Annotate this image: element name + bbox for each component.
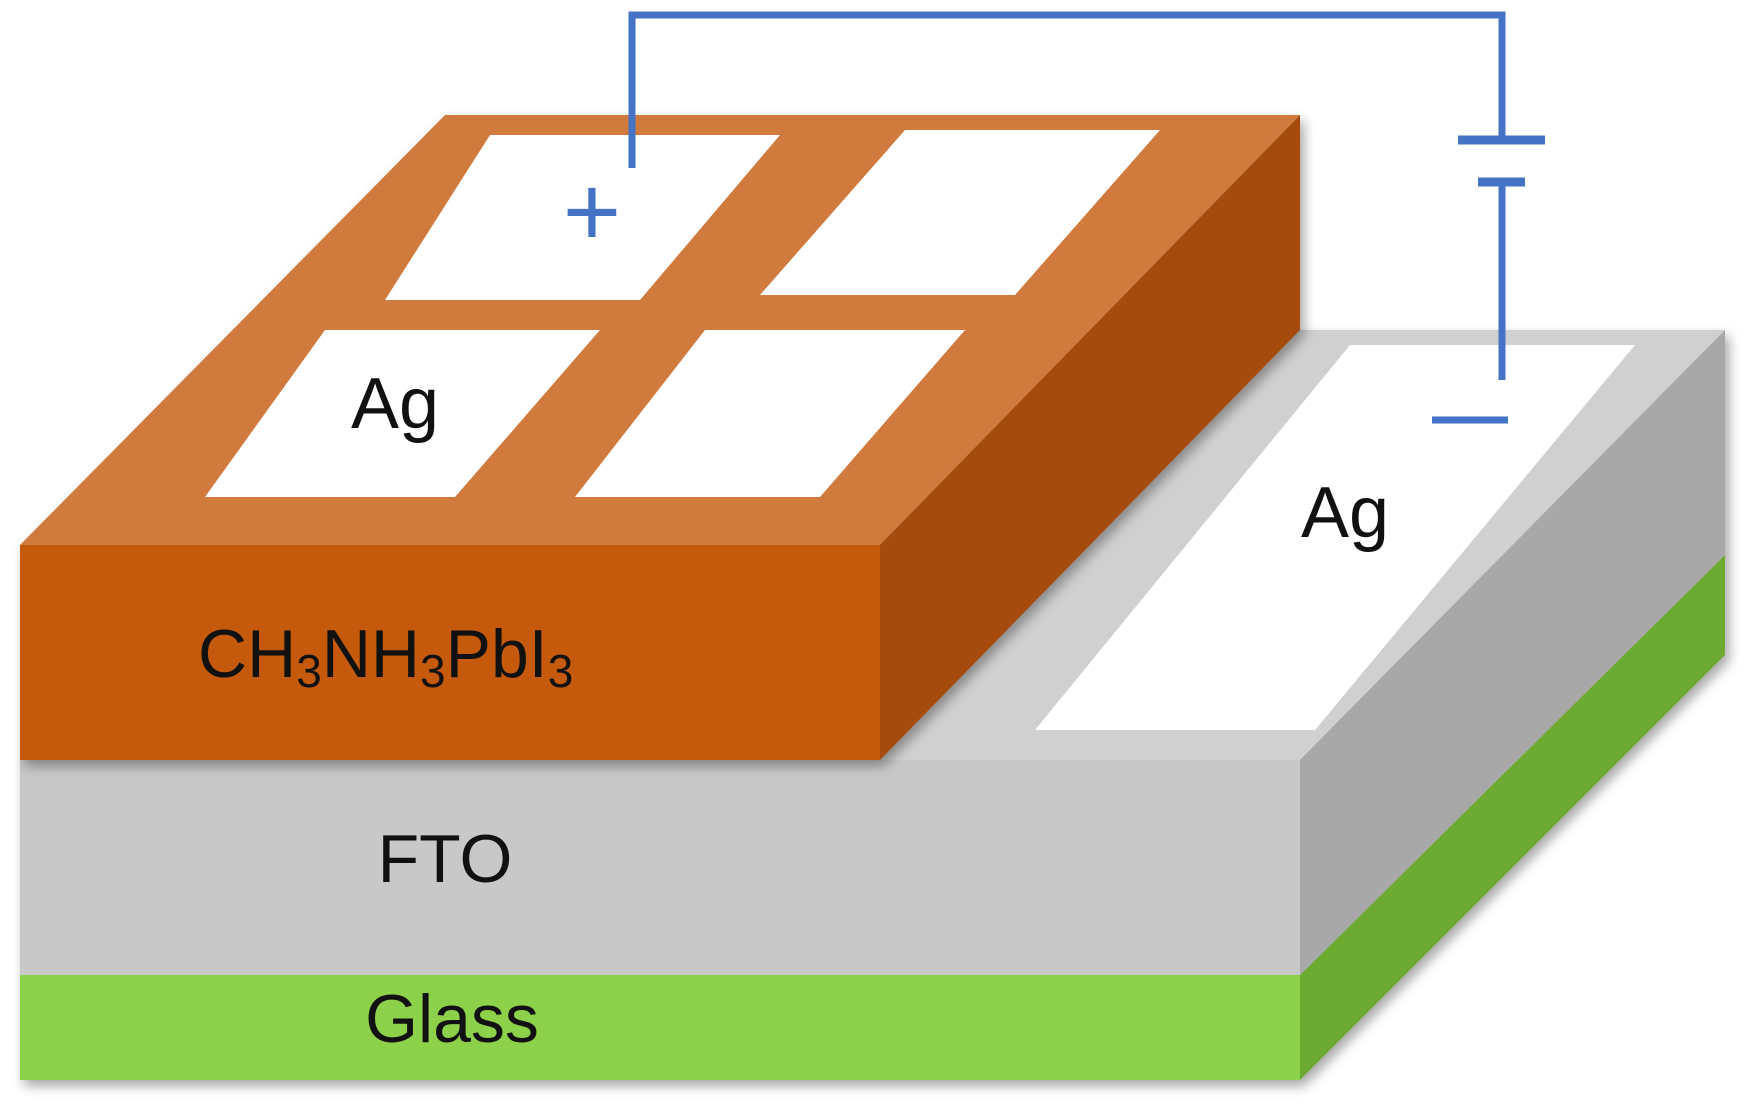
perovskite-label-sub1: 3: [296, 645, 322, 697]
ag-electrode-grid: [205, 130, 1160, 497]
perovskite-label: CH3NH3PbI3: [198, 616, 573, 697]
ag-electrode-bottom-right: [575, 330, 965, 497]
glass-label: Glass: [365, 981, 539, 1057]
perovskite-front-face: [20, 545, 880, 760]
perovskite-label-sub3: 3: [548, 645, 574, 697]
ag-label-top-left: Ag: [351, 364, 439, 444]
perovskite-label-ch: CH: [198, 616, 296, 692]
ag-electrode-top-right: [760, 130, 1160, 295]
ag-electrode-top-left: [385, 135, 780, 300]
fto-front-face: [20, 760, 1300, 975]
perovskite-label-sub2: 3: [420, 645, 446, 697]
ag-electrode-bottom-left: [205, 330, 600, 497]
perovskite-label-nh: NH: [322, 616, 420, 692]
perovskite-side-face: [880, 115, 1300, 760]
ag-label-right: Ag: [1301, 473, 1389, 553]
glass-side-face: [1300, 555, 1725, 1080]
perovskite-label-pbi: PbI: [446, 616, 548, 692]
fto-side-face: [1300, 330, 1725, 975]
plus-sign: +: [563, 156, 621, 268]
ag-counter-electrode: [1035, 345, 1635, 730]
circuit-wire: [628, 11, 1506, 168]
fto-label: FTO: [378, 821, 513, 897]
glass-front-face: [20, 975, 1300, 1080]
